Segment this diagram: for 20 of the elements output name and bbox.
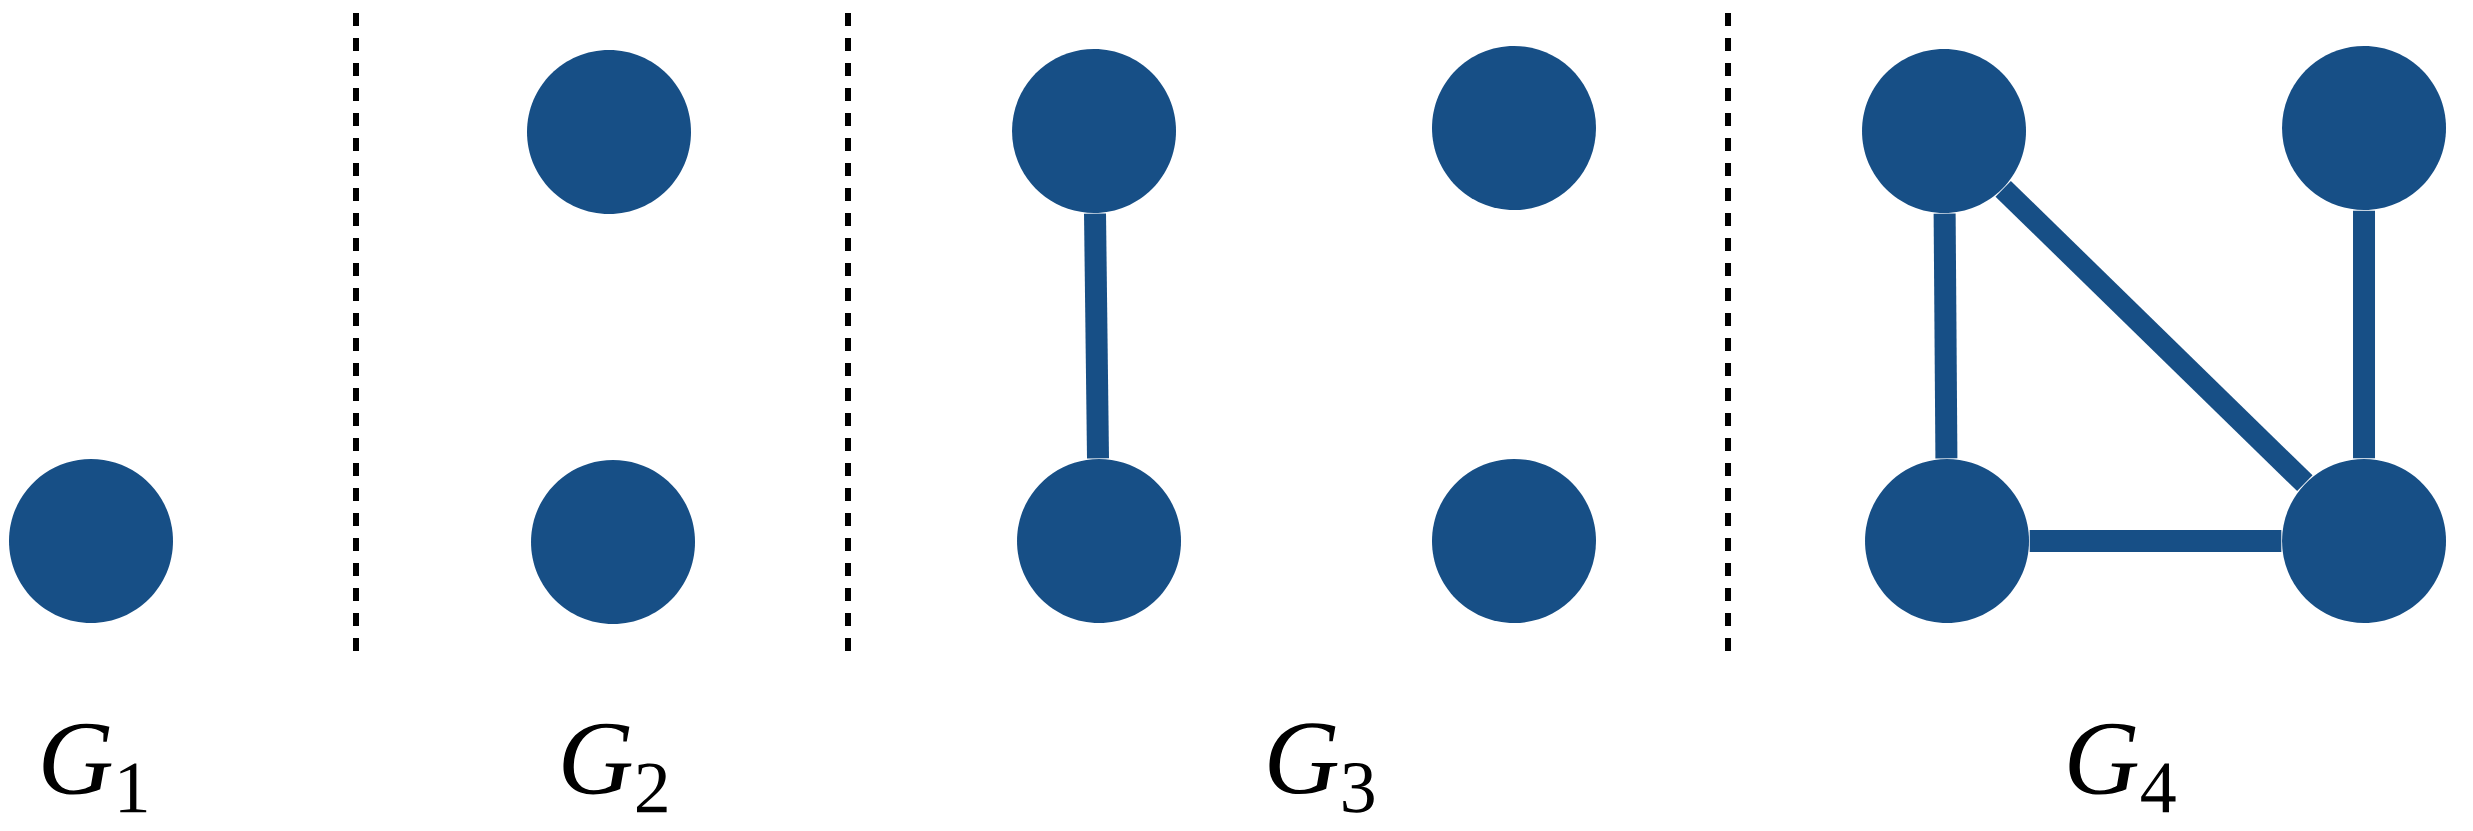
graph-label: G$_{4}$ — [2069, 723, 2176, 813]
vertex-dot — [1017, 459, 1181, 623]
edge-line — [1995, 180, 2313, 492]
vertex-dot — [531, 460, 695, 624]
edge-line — [1084, 213, 1109, 459]
vertex-dot — [2282, 46, 2446, 210]
vertex-dot — [1432, 46, 1596, 210]
edge-line — [2029, 530, 2282, 552]
graph-label: G$_{3}$ — [1269, 723, 1374, 813]
vertex-dot — [1432, 459, 1596, 623]
graph-label: G$_{1}$ — [43, 723, 147, 813]
vertex-dot — [1012, 49, 1176, 213]
edge-line — [2353, 210, 2375, 459]
vertex-dot — [1865, 459, 2029, 623]
vertex-dot — [9, 459, 173, 623]
vertex-dot — [2282, 459, 2446, 623]
graph-label: G$_{2}$ — [563, 723, 667, 813]
edge-line — [1933, 213, 1958, 459]
vertex-dot — [527, 50, 691, 214]
vertex-dot — [1862, 49, 2026, 213]
